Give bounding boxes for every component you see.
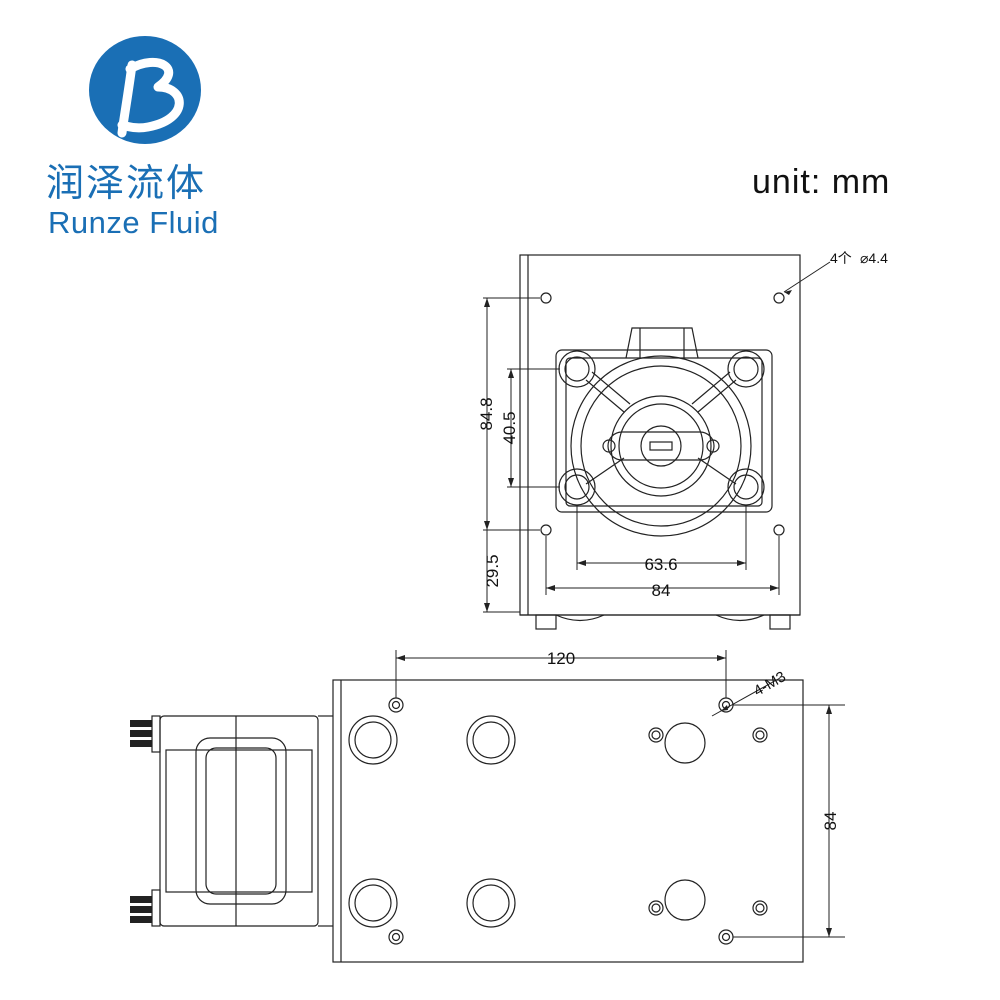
company-name-english: Runze Fluid (48, 205, 219, 240)
unit-label: unit: mm (752, 163, 891, 201)
dim-inner-hole-horizontal: 63.6 (644, 555, 677, 574)
dim-outer-hole-vertical: 84.8 (477, 397, 496, 430)
dim-thread: 4-M3 (751, 668, 789, 700)
runze-logo-icon: B (89, 36, 201, 144)
hole-callout-diameter: ⌀4.4 (860, 250, 888, 266)
dim-inner-hole-vertical: 40.5 (500, 411, 519, 444)
dim-length: 120 (547, 649, 575, 668)
dim-outer-hole-horizontal: 84 (652, 581, 671, 600)
dim-bottom-offset: 29.5 (483, 554, 502, 587)
company-name-chinese: 润泽流体 (46, 161, 207, 205)
dim-width: 84 (821, 812, 840, 831)
hole-callout-count: 4个 (830, 250, 852, 266)
